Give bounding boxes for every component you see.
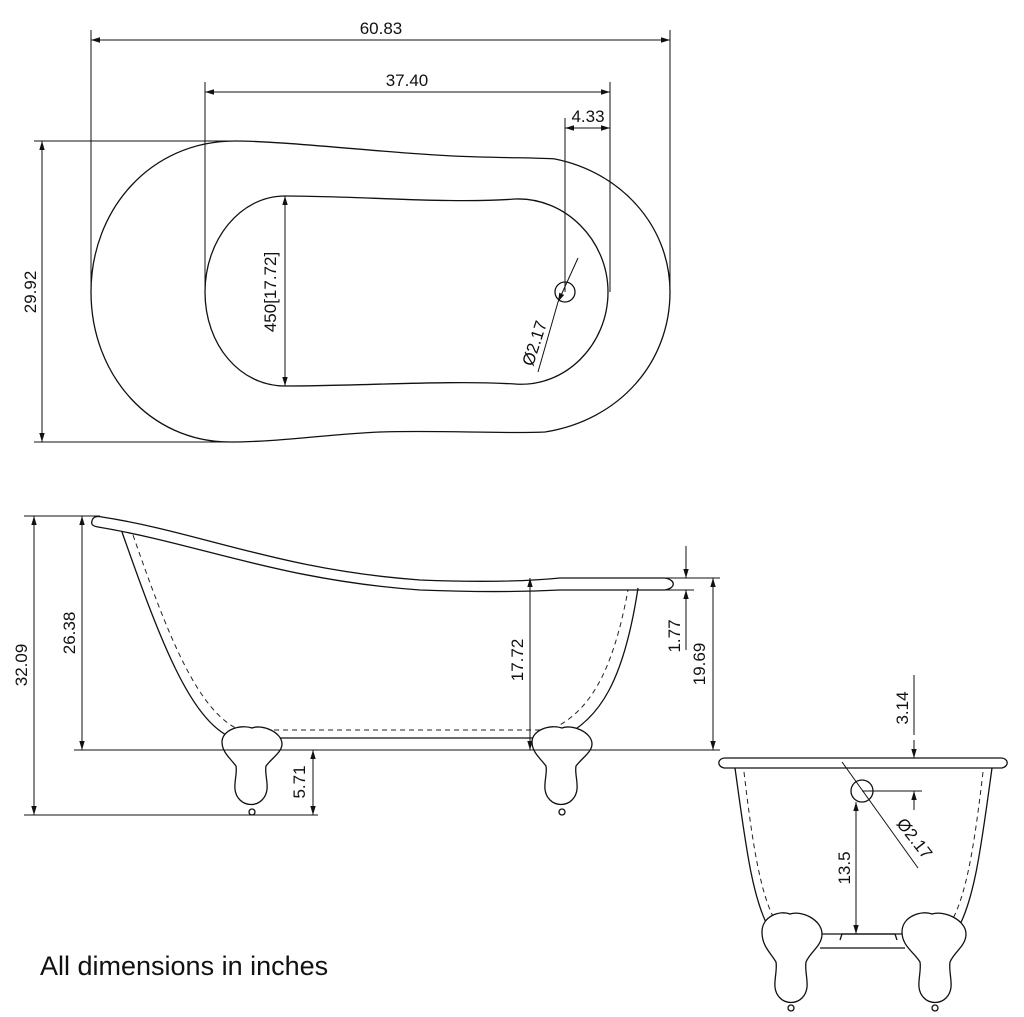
dimension-inner-length: 37.40 <box>204 71 611 292</box>
back-height-label: 26.38 <box>60 612 79 655</box>
tub-inner-outline <box>204 195 609 387</box>
dimension-rim-height: 19.69 <box>690 578 716 750</box>
inner-width-label: 450[17.72] <box>261 252 280 332</box>
overall-length-label: 60.83 <box>360 19 403 38</box>
side-view: 32.09 26.38 17.72 1.77 19.69 <box>12 515 720 816</box>
dimension-overall-width: 29.92 <box>21 140 235 443</box>
dimension-inner-width: 450[17.72] <box>261 196 288 386</box>
tub-side-inner-dashed <box>132 534 629 731</box>
dimension-overflow-height: 13.5 <box>835 802 859 934</box>
dimension-rim-thickness: 1.77 <box>665 546 720 653</box>
inner-length-label: 37.40 <box>386 71 429 90</box>
overflow-offset-label: 3.14 <box>893 691 912 724</box>
tub-outer-outline <box>90 140 671 443</box>
tub-side-body <box>121 531 639 739</box>
rim-height-label: 19.69 <box>690 643 709 686</box>
overall-width-label: 29.92 <box>21 271 40 314</box>
end-view: 3.14 Ø2.17 13.5 <box>718 675 1008 1012</box>
overall-height-label: 32.09 <box>12 644 31 687</box>
dimension-overall-length: 60.83 <box>90 19 671 290</box>
foot-height-label: 5.71 <box>290 765 309 798</box>
dimension-drain-diameter: Ø2.17 <box>519 257 579 373</box>
dimension-foot-height: 5.71 <box>290 750 316 815</box>
overflow-diameter-label: Ø2.17 <box>893 815 936 863</box>
dimension-back-height: 26.38 <box>60 516 720 751</box>
end-foot-left <box>761 912 823 1012</box>
end-foot-right <box>901 912 967 1012</box>
units-note: All dimensions in inches <box>40 951 328 981</box>
dimension-overall-height: 32.09 <box>12 515 318 816</box>
inner-depth-label: 17.72 <box>508 639 527 682</box>
tub-end-body <box>734 767 993 931</box>
top-view: 60.83 37.40 4.33 29.92 450[17.72] <box>21 19 671 443</box>
dimension-drain-offset: 4.33 <box>564 107 610 292</box>
overflow-height-label: 13.5 <box>835 851 854 884</box>
drain-offset-label: 4.33 <box>571 107 604 126</box>
dimension-inner-depth: 17.72 <box>508 578 533 750</box>
dimension-overflow-offset: 3.14 <box>862 675 922 810</box>
tub-side-rim <box>91 515 674 593</box>
rim-thickness-label: 1.77 <box>665 619 684 652</box>
side-foot-right <box>531 726 593 816</box>
tub-end-inner-dashed <box>743 771 984 923</box>
side-foot-left <box>221 726 283 816</box>
tub-end-rim <box>718 757 1008 769</box>
